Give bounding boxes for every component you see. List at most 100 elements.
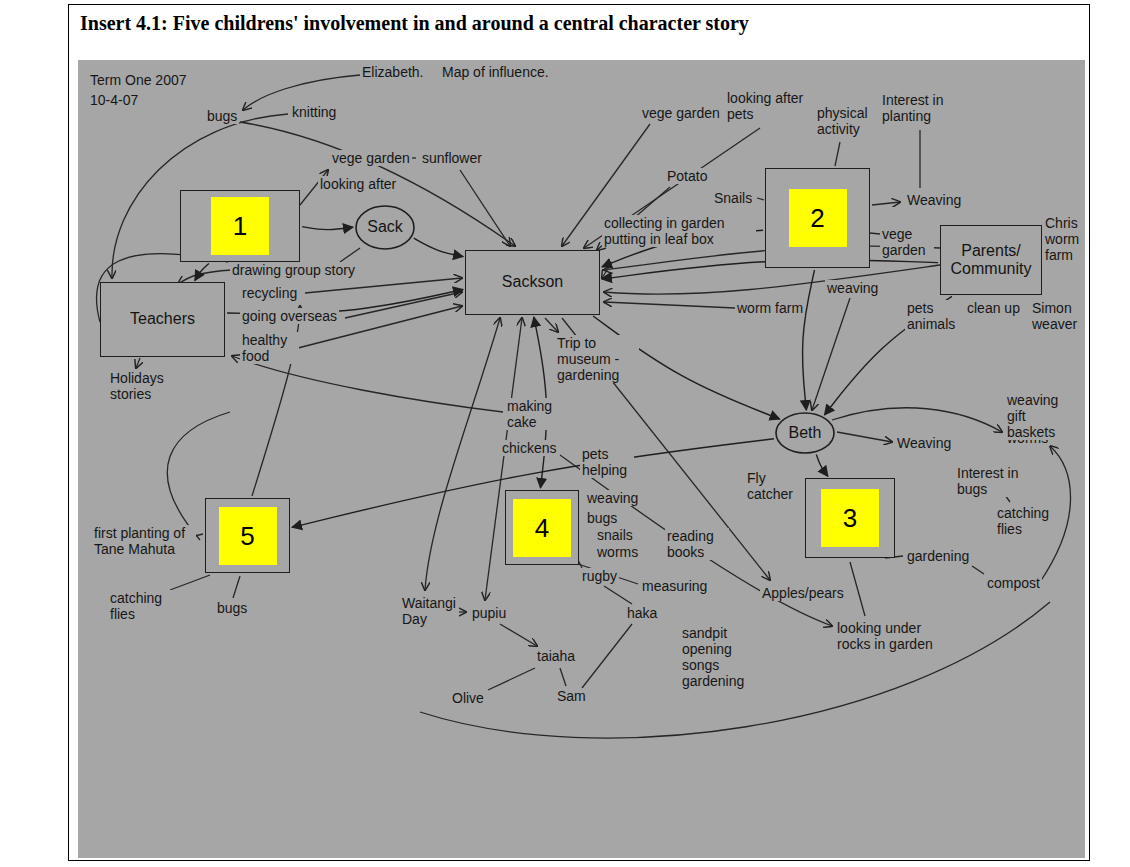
- sketch-line: [837, 432, 892, 442]
- child-box: 1: [180, 190, 300, 262]
- sketch-line: [919, 130, 920, 188]
- handwritten-label: gardening: [905, 548, 971, 564]
- handwritten-label: compost: [985, 575, 1042, 591]
- sketch-line: [832, 408, 1002, 432]
- child-box: 5: [205, 498, 290, 573]
- sketch-line: [757, 198, 764, 200]
- node-label: Sackson: [502, 273, 563, 291]
- name-circle: Sack: [355, 205, 415, 250]
- handwritten-label: looking after: [318, 176, 398, 192]
- handwritten-label: Interest in planting: [880, 92, 974, 124]
- node-text-holder: Sackson: [502, 273, 563, 291]
- handwritten-label: reading books: [665, 528, 729, 560]
- node-label: Sack: [367, 218, 403, 236]
- handwritten-label: collecting in garden putting in leaf box: [602, 215, 756, 247]
- node-text-holder: Sack: [367, 218, 403, 236]
- sketch-line: [345, 292, 462, 318]
- sketch-line: [584, 128, 760, 248]
- node-label: Parents/ Community: [948, 242, 1034, 279]
- handwritten-label: weaving gift baskets: [1005, 392, 1079, 440]
- callout-number: 1: [211, 197, 269, 255]
- handwritten-label: catching flies: [995, 505, 1054, 537]
- handwritten-label: knitting: [290, 104, 338, 120]
- influence-arrow: [195, 264, 209, 281]
- name-circle: Beth: [775, 412, 835, 454]
- handwritten-label: Waitangi Day: [400, 595, 459, 627]
- handwritten-label: vege garden: [880, 226, 934, 258]
- sketch-line: [460, 170, 510, 246]
- node-text-holder: 5: [219, 507, 277, 565]
- handwritten-label: Apples/pears: [760, 585, 819, 601]
- handwritten-label: rugby: [580, 568, 619, 584]
- handwritten-label: catching flies: [108, 590, 172, 622]
- handwritten-label: worm farm: [735, 300, 805, 316]
- handwritten-label: Elizabeth.: [360, 64, 425, 80]
- sketch-line: [500, 624, 537, 646]
- sketch-line: [812, 298, 850, 410]
- node-text-holder: Teachers: [130, 310, 195, 328]
- handwritten-label: looking under rocks in garden: [835, 620, 959, 652]
- handwritten-label: Fly catcher: [745, 470, 799, 502]
- child-box: 3: [805, 478, 895, 558]
- node-label: Beth: [789, 424, 822, 442]
- handwritten-label: Chris worm farm: [1043, 215, 1085, 263]
- influence-arrow: [803, 270, 815, 410]
- sketch-line: [340, 248, 360, 262]
- influence-arrow: [816, 454, 828, 476]
- sketch-line: [850, 562, 865, 616]
- central-box: Sackson: [465, 250, 600, 315]
- sketch-line: [305, 278, 462, 293]
- circle-outline: [356, 206, 414, 249]
- community-box: Parents/ Community: [940, 225, 1042, 295]
- handwritten-label: pets animals: [905, 300, 959, 332]
- sketch-line: [835, 142, 840, 166]
- handwritten-label: physical activity: [815, 105, 889, 137]
- handwritten-label: healthy food: [240, 332, 299, 364]
- sketch-line: [604, 586, 632, 604]
- handwritten-label: bugs: [585, 510, 619, 526]
- figure-title: Insert 4.1: Five childrens' involvement …: [80, 12, 749, 35]
- handwritten-label: sunflower: [420, 150, 484, 166]
- node-text-holder: Beth: [789, 424, 822, 442]
- handwritten-label: Trip to museum - gardening: [555, 335, 639, 383]
- influence-arrow: [302, 227, 353, 230]
- node-text-holder: 4: [513, 499, 571, 557]
- node-label: Teachers: [130, 310, 195, 328]
- handwritten-label: Sam: [555, 688, 588, 704]
- handwritten-label: taiaha: [535, 648, 577, 664]
- sketch-line: [136, 358, 140, 368]
- handwritten-label: weaving: [825, 280, 880, 296]
- handwritten-label: bugs: [215, 600, 249, 616]
- handwritten-label: snails: [595, 527, 635, 543]
- callout-number: 5: [219, 507, 277, 565]
- handwritten-label: chickens: [500, 440, 558, 456]
- node-text-holder: Parents/ Community: [948, 242, 1034, 279]
- sketch-line: [545, 318, 558, 332]
- handwritten-label: drawing group story: [230, 262, 357, 278]
- sketch-line: [232, 356, 503, 412]
- callout-number: 2: [789, 189, 847, 247]
- sketch-ground: 1 Sack 2Parents/ CommunityTeachers SacksonB…: [78, 60, 1085, 858]
- handwritten-label: Snails: [712, 190, 754, 206]
- handwritten-label: measuring: [640, 578, 709, 594]
- sketch-line: [872, 202, 900, 205]
- circle-outline: [776, 413, 834, 453]
- handwritten-label: Holidays stories: [108, 370, 177, 402]
- handwritten-label: Potato: [665, 168, 709, 184]
- sketch-line: [578, 564, 638, 584]
- handwritten-label: bugs: [205, 108, 239, 124]
- sketch-line: [972, 566, 984, 574]
- handwritten-label: sandpit opening songs gardening: [680, 625, 774, 689]
- handwritten-label: first planting of Tane Mahuta: [92, 525, 196, 557]
- sketch-line: [420, 602, 1050, 738]
- handwritten-label: recycling: [240, 285, 299, 301]
- handwritten-label: vege garden: [330, 150, 412, 166]
- handwritten-label: going overseas: [240, 308, 339, 324]
- handwritten-label: pets helping: [580, 446, 634, 478]
- handwritten-label: making cake: [505, 398, 559, 430]
- child-box: 4: [505, 490, 579, 565]
- handwritten-label: haka: [625, 605, 659, 621]
- sketch-line: [425, 318, 500, 590]
- callout-number: 3: [821, 489, 879, 547]
- handwritten-label: Weaving: [905, 192, 963, 208]
